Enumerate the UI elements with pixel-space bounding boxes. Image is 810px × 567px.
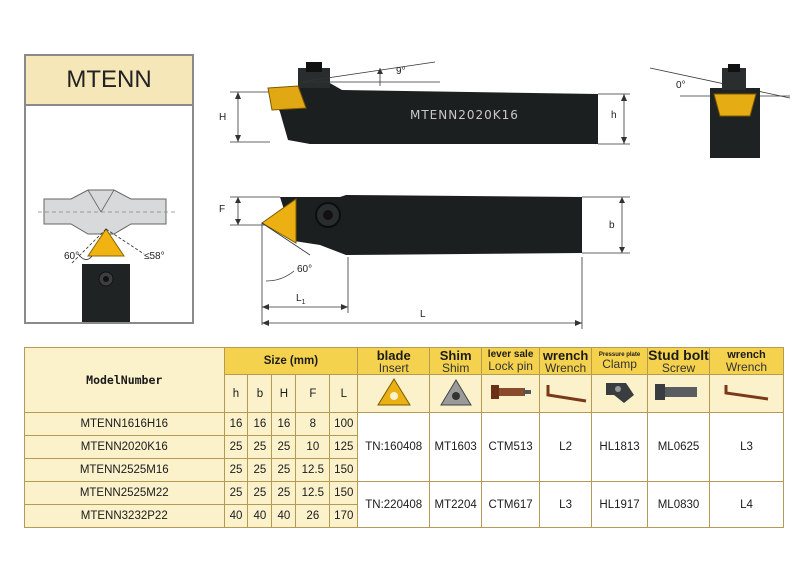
insert-cell: TN:220408 bbox=[357, 481, 431, 528]
table-row: MTENN2020K16 25 25 25 10 125 bbox=[24, 435, 784, 459]
size-header: Size (mm) bbox=[223, 347, 359, 375]
table-row: MTENN2525M22 25 25 25 12.5 150 TN:220408… bbox=[24, 481, 785, 528]
angle-58-label: ≤58° bbox=[144, 251, 165, 262]
top-view-drawing bbox=[230, 195, 630, 329]
model-cell: MTENN2525M16 bbox=[24, 458, 225, 482]
table-row: MTENN2525M16 25 25 25 12.5 150 bbox=[24, 458, 784, 482]
screw-cell: ML0625 bbox=[647, 412, 710, 482]
h-cell: 16 bbox=[223, 412, 249, 436]
wrench-cell: L3 bbox=[539, 481, 593, 528]
H-cell: 16 bbox=[271, 412, 297, 436]
screw-icon bbox=[654, 384, 697, 400]
shim-image bbox=[429, 374, 483, 413]
dim-F-label: F bbox=[219, 204, 226, 215]
lock-pin-icon bbox=[490, 385, 531, 399]
lockpin-image bbox=[481, 374, 541, 413]
F-cell: 8 bbox=[295, 412, 331, 436]
shim-cell: MT2204 bbox=[429, 481, 483, 528]
insert-icon bbox=[376, 378, 411, 406]
dim-b-label: b bbox=[609, 220, 615, 231]
model-title: MTENN bbox=[26, 56, 192, 106]
F-cell: 12.5 bbox=[295, 481, 331, 505]
h-cell: 25 bbox=[223, 481, 249, 505]
col-L: L bbox=[329, 374, 359, 413]
wrench-image bbox=[539, 374, 593, 413]
screw-image bbox=[647, 374, 710, 413]
h-cell: 25 bbox=[223, 435, 249, 459]
table-row: MTENN1616H16 16 16 16 8 100 TN:160408 MT… bbox=[24, 412, 785, 482]
dim-H-label: H bbox=[219, 112, 227, 123]
model-number-header: ModelNumber bbox=[24, 347, 225, 413]
insert-geometry-diagram bbox=[38, 189, 178, 322]
wrench2-image bbox=[708, 374, 785, 413]
h-cell: 40 bbox=[223, 504, 249, 528]
L-cell: 150 bbox=[329, 458, 359, 482]
H-cell: 25 bbox=[271, 481, 297, 505]
shim-icon bbox=[439, 379, 472, 406]
h-cell: 25 bbox=[223, 458, 249, 482]
b-cell: 25 bbox=[247, 481, 273, 505]
col-H: H bbox=[271, 374, 297, 413]
lockpin-cell: CTM513 bbox=[481, 412, 541, 482]
col-F: F bbox=[295, 374, 331, 413]
L-cell: 150 bbox=[329, 481, 359, 505]
angle-9-label: 9° bbox=[396, 66, 406, 77]
clamp-image bbox=[591, 374, 649, 413]
wrench2-cell: L4 bbox=[708, 481, 785, 528]
lockpin-cell: CTM617 bbox=[481, 481, 541, 528]
wrench-2-icon bbox=[724, 385, 769, 401]
model-cell: MTENN1616H16 bbox=[24, 412, 225, 436]
angle-60-label: 60° bbox=[64, 251, 80, 262]
model-cell: MTENN2020K16 bbox=[24, 435, 225, 459]
model-cell: MTENN3232P22 bbox=[24, 504, 225, 528]
F-cell: 26 bbox=[295, 504, 331, 528]
model-box: MTENN 60° ≤58° bbox=[24, 54, 194, 324]
table-row: MTENN3232P22 40 40 40 26 170 bbox=[24, 504, 784, 528]
dim-h-label: h bbox=[611, 110, 617, 121]
wrench2-cell: L3 bbox=[708, 412, 785, 482]
clamp-cell: HL1917 bbox=[591, 481, 649, 528]
H-cell: 25 bbox=[271, 458, 297, 482]
wrench-icon bbox=[546, 385, 586, 403]
F-cell: 12.5 bbox=[295, 458, 331, 482]
b-cell: 40 bbox=[247, 504, 273, 528]
insert-cell: TN:160408 bbox=[357, 412, 431, 482]
b-cell: 16 bbox=[247, 412, 273, 436]
H-cell: 40 bbox=[271, 504, 297, 528]
angle-0-label: 0° bbox=[676, 80, 686, 91]
model-cell: MTENN2525M22 bbox=[24, 481, 225, 505]
wrench-cell: L2 bbox=[539, 412, 593, 482]
angle-60-topview-label: 60° bbox=[297, 264, 313, 275]
F-cell: 10 bbox=[295, 435, 331, 459]
H-cell: 25 bbox=[271, 435, 297, 459]
b-cell: 25 bbox=[247, 435, 273, 459]
clamp-icon bbox=[605, 383, 634, 403]
side-view-drawing bbox=[230, 61, 790, 158]
tool-engraving: MTENN2020K16 bbox=[410, 108, 519, 122]
shim-cell: MT1603 bbox=[429, 412, 483, 482]
L-cell: 100 bbox=[329, 412, 359, 436]
col-h: h bbox=[223, 374, 249, 413]
L-cell: 170 bbox=[329, 504, 359, 528]
dim-L-label: L bbox=[420, 309, 426, 320]
insert-image bbox=[357, 374, 431, 413]
L-cell: 125 bbox=[329, 435, 359, 459]
dim-L1-label: L1 bbox=[296, 293, 306, 306]
screw-cell: ML0830 bbox=[647, 481, 710, 528]
b-cell: 25 bbox=[247, 458, 273, 482]
clamp-cell: HL1813 bbox=[591, 412, 649, 482]
col-b: b bbox=[247, 374, 273, 413]
